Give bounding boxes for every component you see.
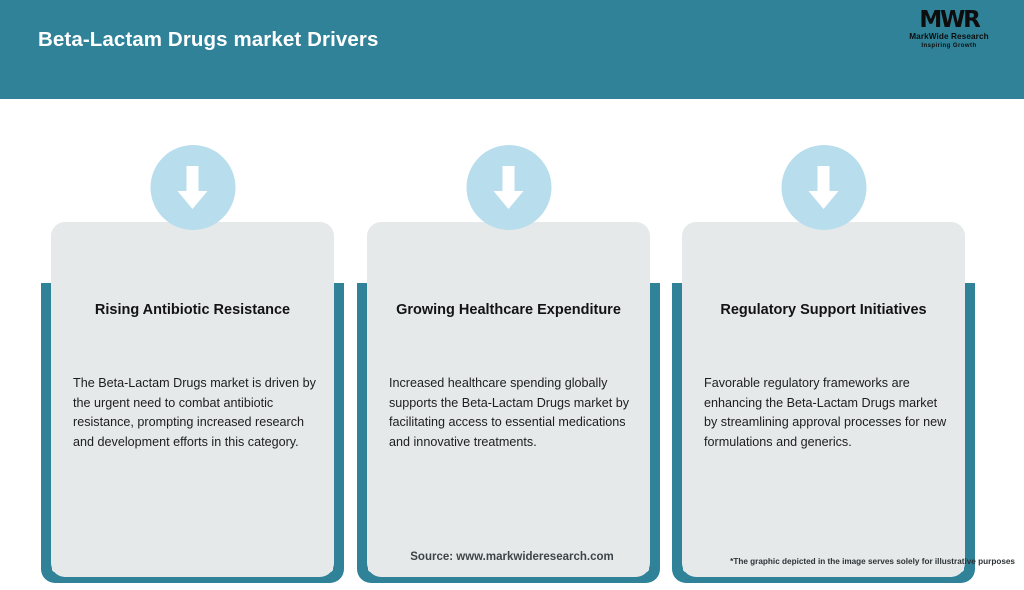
card-title: Regulatory Support Initiatives <box>720 302 927 318</box>
card-body-text: Increased healthcare spending globally s… <box>389 376 630 449</box>
card-body-text: The Beta-Lactam Drugs market is driven b… <box>73 376 316 449</box>
arrow-down-icon <box>781 145 866 230</box>
card-title: Growing Healthcare Expenditure <box>396 302 621 318</box>
drivers-card-group: Rising Antibiotic Resistance The Beta-La… <box>0 99 1024 583</box>
card-title: Rising Antibiotic Resistance <box>94 302 291 318</box>
company-logo: MWR MarkWide Research Inspiring Growth <box>894 8 1004 58</box>
logo-tagline: Inspiring Growth <box>921 43 977 49</box>
header-bar: Beta-Lactam Drugs market Drivers MWR Mar… <box>0 0 1024 99</box>
driver-card-2: Growing Healthcare Expenditure Increased… <box>353 145 664 590</box>
driver-card-3: Regulatory Support Initiatives Favorable… <box>668 145 979 590</box>
card-panel: Rising Antibiotic Resistance The Beta-La… <box>51 222 334 577</box>
arrow-down-icon <box>150 145 235 230</box>
source-label: Source: www.markwideresearch.com <box>410 551 614 563</box>
card-panel: Regulatory Support Initiatives Favorable… <box>682 222 965 577</box>
logo-company-name: MarkWide Research <box>909 32 989 41</box>
card-body-text: Favorable regulatory frameworks are enha… <box>704 376 947 449</box>
disclaimer-label: *The graphic depicted in the image serve… <box>730 557 1015 566</box>
logo-monogram: MWR <box>919 7 981 33</box>
driver-card-1: Rising Antibiotic Resistance The Beta-La… <box>37 145 348 590</box>
arrow-down-icon <box>466 145 551 230</box>
card-panel: Growing Healthcare Expenditure Increased… <box>367 222 650 577</box>
page-title: Beta-Lactam Drugs market Drivers <box>38 28 379 51</box>
